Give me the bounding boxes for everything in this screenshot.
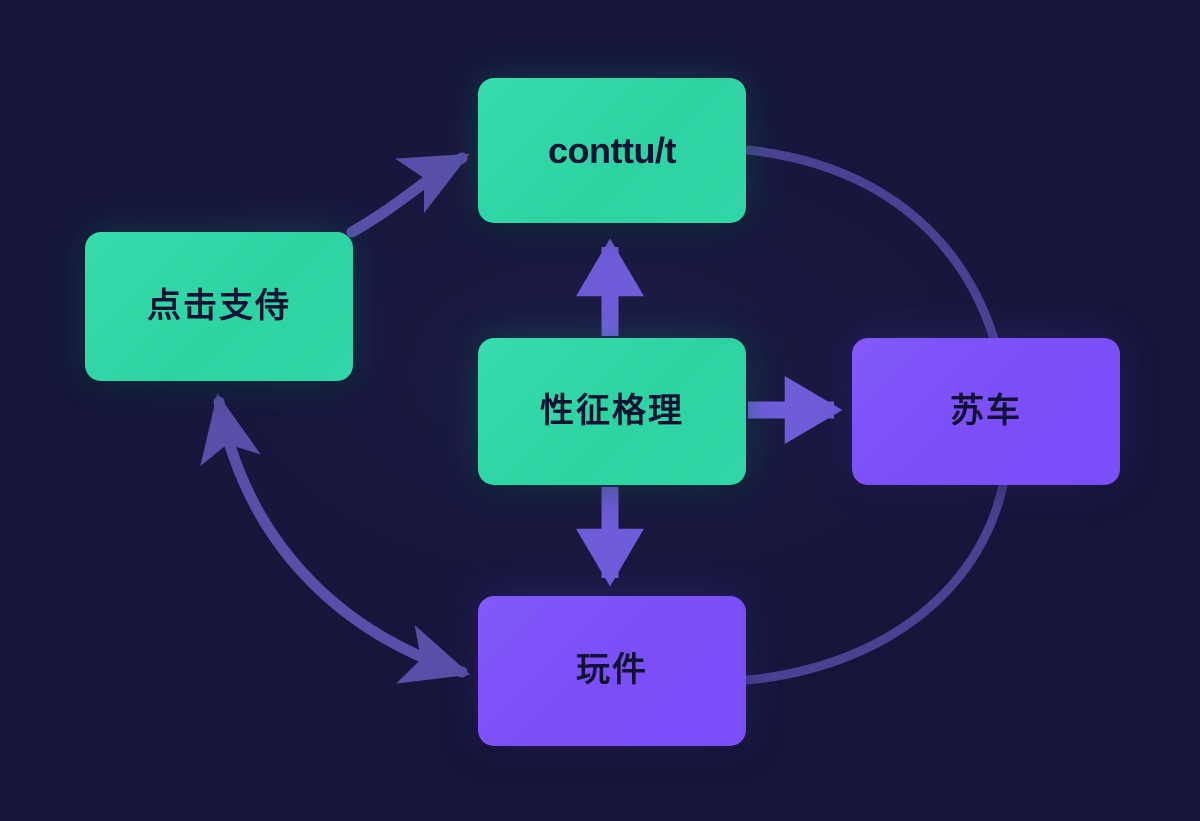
node-suche[interactable]: 苏车: [852, 338, 1120, 485]
node-dianji-zhishi[interactable]: 点击支侍: [85, 232, 353, 381]
edge-bottom-to-left-arc: [200, 393, 471, 684]
node-conttut[interactable]: conttu/t: [478, 78, 746, 223]
node-label: conttu/t: [548, 129, 676, 171]
node-xingzheng-geli[interactable]: 性征格理: [478, 338, 746, 485]
node-label: 点击支侍: [147, 286, 291, 325]
node-label: 苏车: [950, 391, 1022, 430]
node-label: 性征格理: [540, 391, 684, 430]
node-wanjian[interactable]: 玩件: [478, 596, 746, 746]
node-label: 玩件: [576, 651, 648, 690]
edge-left-to-top: [346, 152, 470, 238]
